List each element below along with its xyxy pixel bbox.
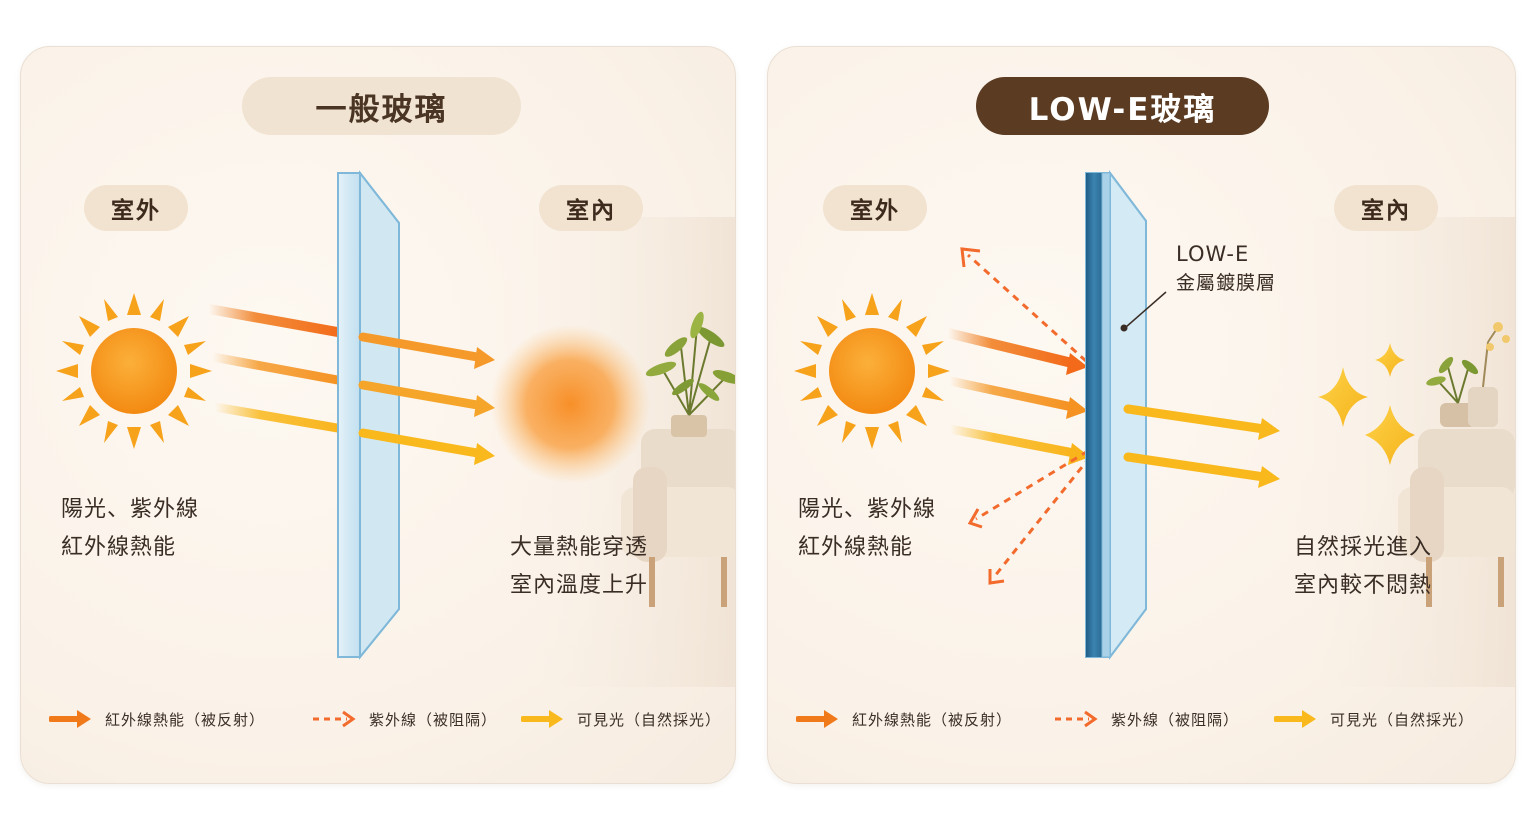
lowe-glass-pane (1085, 170, 1147, 660)
solid-orange-arrow-icon (49, 710, 91, 728)
dashed-orange-arrow-icon (313, 710, 356, 728)
source-caption: 陽光、紫外線 紅外線熱能 (798, 491, 936, 567)
legend-item-visible: 可見光（自然採光） (1274, 705, 1474, 733)
coating-pointer-dot (1120, 324, 1128, 332)
arrowhead (1066, 353, 1088, 375)
heat-ray-transmitted-1 (358, 332, 488, 363)
coating-label-title: LOW-E (1176, 242, 1250, 266)
result-line-1: 自然採光進入 (1294, 535, 1433, 560)
ordinary-glass-panel: 一般玻璃 室外 室內 陽光、紫外線 紅外線熱能 大量熱能穿透 室內溫度上升 紅外… (20, 46, 736, 784)
transmitted-rays (1123, 404, 1280, 488)
legend-label-visible: 可見光（自然採光） (1330, 710, 1475, 729)
arrowhead (474, 395, 495, 417)
incoming-rays (943, 328, 1090, 465)
reflected-ray-side (975, 449, 1089, 521)
arrowhead (1258, 466, 1280, 488)
indoor-tag: 室內 (1334, 185, 1438, 231)
legend-item-visible: 可見光（自然採光） (521, 705, 721, 733)
heat-glow-icon (490, 324, 650, 484)
heat-ray-transmitted-2 (358, 380, 488, 411)
legend-item-ultraviolet: 紫外線（被阻隔） (311, 705, 497, 733)
arrowhead (474, 347, 495, 369)
solid-yellow-arrow-icon (521, 710, 563, 728)
solid-yellow-arrow-icon (1274, 710, 1316, 728)
sun-icon (794, 293, 950, 449)
panel-title: LOW-E玻璃 (976, 77, 1269, 135)
armchair-icon (621, 429, 735, 607)
arrowhead (988, 569, 1005, 585)
legend-item-infrared: 紅外線熱能（被反射） (49, 705, 265, 733)
legend-item-infrared: 紅外線熱能（被反射） (796, 705, 1012, 733)
lowe-glass-panel: LOW-E玻璃 室外 室內 LOW-E 金屬鍍膜層 陽光、紫外線 紅外線熱能 自… (767, 46, 1516, 784)
reflected-ray-up (966, 253, 1088, 363)
plant-icon (1426, 322, 1510, 427)
plant-icon (645, 311, 735, 437)
ultraviolet-ray-incoming (208, 352, 348, 386)
legend: 紅外線熱能（被反射） 紫外線（被阻隔） 可見光（自然採光） (21, 705, 735, 733)
legend-item-ultraviolet: 紫外線（被阻隔） (1053, 705, 1239, 733)
legend-label-infrared: 紅外線熱能（被反射） (105, 710, 266, 729)
outdoor-tag: 室外 (823, 185, 927, 231)
visible-ray-transmitted (358, 428, 488, 459)
result-line-1: 大量熱能穿透 (510, 535, 649, 560)
reflected-ray-down (992, 456, 1092, 578)
result-line-2: 室內溫度上升 (510, 573, 649, 598)
arrowhead (967, 508, 983, 529)
source-line-1: 陽光、紫外線 (798, 497, 937, 522)
indoor-tag: 室內 (539, 185, 643, 231)
armchair-icon (1398, 429, 1515, 607)
metal-coating-layer (1086, 173, 1102, 657)
outdoor-tag: 室外 (84, 185, 188, 231)
coating-label: LOW-E 金屬鍍膜層 (1176, 240, 1276, 298)
visible-ray-transmitted-1 (1123, 404, 1269, 434)
dashed-orange-arrow-icon (1055, 710, 1098, 728)
source-line-1: 陽光、紫外線 (61, 497, 200, 522)
arrowhead (1258, 418, 1280, 440)
visible-ray-incoming (945, 424, 1079, 458)
visible-ray-incoming (210, 402, 348, 434)
legend-label-ultraviolet: 紫外線（被阻隔） (1111, 710, 1240, 729)
infrared-ray-incoming (204, 304, 348, 338)
arrowhead (960, 247, 981, 268)
sparkle-icon (1318, 343, 1415, 465)
source-line-2: 紅外線熱能 (61, 535, 177, 560)
transmitted-rays (358, 332, 495, 465)
result-line-2: 室內較不悶熱 (1294, 573, 1433, 598)
panel-title: 一般玻璃 (242, 77, 521, 135)
arrowhead (474, 443, 495, 465)
result-caption: 自然採光進入 室內較不悶熱 (1294, 529, 1432, 605)
visible-ray-transmitted-2 (1123, 452, 1269, 482)
infrared-ray-incoming (943, 328, 1077, 368)
legend-label-ultraviolet: 紫外線（被阻隔） (369, 710, 498, 729)
ultraviolet-ray-incoming (945, 376, 1077, 412)
source-line-2: 紅外線熱能 (798, 535, 914, 560)
incoming-rays (204, 304, 348, 434)
ordinary-glass-scene (56, 170, 735, 687)
source-caption: 陽光、紫外線 紅外線熱能 (61, 491, 199, 567)
legend-label-visible: 可見光（自然採光） (577, 710, 722, 729)
coating-label-subtitle: 金屬鍍膜層 (1176, 272, 1277, 294)
sun-icon (56, 293, 212, 449)
solid-orange-arrow-icon (796, 710, 838, 728)
coating-pointer-line (1125, 291, 1167, 328)
legend: 紅外線熱能（被反射） 紫外線（被阻隔） 可見光（自然採光） (768, 705, 1515, 733)
result-caption: 大量熱能穿透 室內溫度上升 (510, 529, 648, 605)
legend-label-infrared: 紅外線熱能（被反射） (852, 710, 1013, 729)
arrowhead (1066, 397, 1088, 419)
reflected-rays (960, 247, 1092, 585)
lowe-glass-scene (794, 170, 1515, 687)
ordinary-glass-pane (337, 170, 400, 660)
